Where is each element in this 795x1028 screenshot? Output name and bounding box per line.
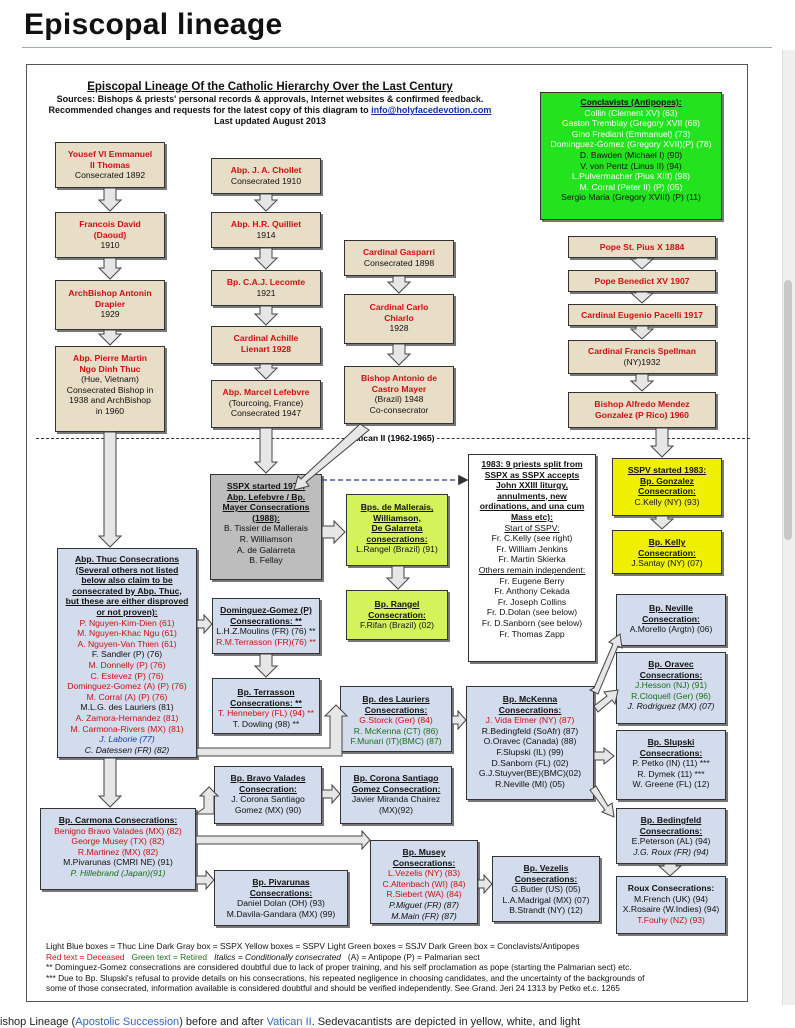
box-youssef: Yousef VI Emmanuel II Thomas Consecrated… [55, 142, 165, 188]
box-david: Francois David (Daoud) 1910 [55, 212, 165, 258]
box-oravec: Bp. Oravec Consecrations: J.Hesson (NJ) … [616, 652, 726, 724]
box-bedingfeld: Bp. Bedingfeld Consecrations: E.Peterson… [616, 808, 726, 864]
diagram-title: Episcopal Lineage Of the Catholic Hierar… [87, 81, 453, 93]
box-lienart: Cardinal Achille Lienart 1928 [211, 326, 321, 364]
box-mendez: Bishop Alfredo Mendez Gonzalez (P Rico) … [568, 392, 716, 428]
box-thuc: Abp. Pierre Martin Ngo Dinh Thuc (Hue, V… [55, 346, 165, 432]
legend-red: Red text = Deceased [46, 951, 125, 962]
title-divider [22, 47, 772, 48]
box-mallerais: Bps. de Mallerais, Williamson, De Galarr… [346, 494, 448, 566]
box-slupski: Bp. Slupski Consecrations: P. Petko (IN)… [616, 730, 726, 800]
legend-colors: Light Blue boxes = Thuc Line Dark Gray b… [46, 941, 580, 951]
legend-text-styles: Red text = Deceased Green text = Retired… [46, 952, 746, 963]
box-gasparri: Cardinal Gasparri Consecrated 1898 [344, 240, 454, 276]
box-lefebvre: Abp. Marcel Lefebvre (Tourcoing, France)… [211, 380, 321, 428]
diagram-recommend: Recommended changes and requests for the… [48, 105, 369, 115]
box-drapier: ArchBishop Antonin Drapier 1929 [55, 280, 165, 330]
box-chiarlo: Cardinal Carlo Chiarlo 1928 [344, 294, 454, 344]
box-pacelli: Cardinal Eugenio Pacelli 1917 [568, 304, 716, 326]
box-quilliet: Abp. H.R. Quilliet 1914 [211, 212, 321, 248]
box-vezelis: Bp. Vezelis Consecrations: G.Butler (US)… [492, 856, 600, 922]
box-lecomte: Bp. C.A.J. Lecomte 1921 [211, 270, 321, 306]
legend: Light Blue boxes = Thuc Line Dark Gray b… [46, 941, 746, 994]
caption-text: ishop Lineage (Apostolic Succession) bef… [0, 1016, 581, 1028]
box-sspv: SSPV started 1983: Bp. Gonzalez Consecra… [612, 458, 722, 516]
scrollbar-thumb[interactable] [784, 280, 792, 540]
box-rangel: Bp. Rangel Consecration: F.Rifan (Brazil… [346, 590, 448, 640]
legend-italic: Italics = Conditionally consecrated [214, 951, 341, 962]
legend-note-continued: some of those consecrated, information a… [46, 983, 620, 994]
box-dominguez: Dominguez-Gomez (P) Consecrations: ** L.… [212, 598, 320, 654]
box-conclavists: Conclavists (Antipopes): Collin (Clement… [540, 92, 722, 220]
contact-email-link[interactable]: info@holyfacedevotion.com [371, 105, 492, 115]
legend-note-slupski: *** Due to Bp. Slupski's refusal to prov… [46, 972, 645, 983]
apostolic-succession-link[interactable]: Apostolic Succession [75, 1016, 180, 1028]
box-mckenna: Bp. McKenna Consecrations: J. Vida Elmer… [466, 686, 594, 800]
box-sspx: SSPX started 1970: Abp. Lefebvre / Bp. M… [210, 474, 322, 580]
legend-green: Green text = Retired [131, 951, 208, 962]
box-kelly: Bp. Kelly Consecration: J.Santay (NY) (0… [612, 530, 722, 574]
box-piusx: Pope St. Pius X 1884 [568, 236, 716, 258]
vatican-ii-link[interactable]: Vatican II [266, 1016, 312, 1028]
legend-codes: (A) = Antipope (P) = Palmarian sect [347, 951, 480, 962]
box-chollet: Abp. J. A. Chollet Consecrated 1910 [211, 158, 321, 194]
box-neville: Bp. Neville Consecration: A.Morello (Arg… [616, 594, 726, 646]
box-thuc-consecrations: Abp. Thuc Consecrations (Several others … [57, 548, 197, 758]
box-roux: Roux Consecrations: M.French (UK) (94) X… [616, 876, 726, 934]
box-terrasson: Bp. Terrasson Consecrations: ** T. Henne… [212, 678, 320, 734]
legend-note-dominguez: ** Dominguez-Gomez consecrations are con… [46, 962, 632, 973]
box-pivarunas: Bp. Pivarunas Consecrations: Daniel Dola… [214, 870, 348, 926]
box-1983-split: 1983: 9 priests split from SSPX as SSPX … [468, 454, 596, 662]
diagram-updated: Last updated August 2013 [214, 116, 326, 126]
box-des-lauriers: Bp. des Lauriers Consecrations: G.Storck… [340, 686, 452, 752]
box-benedict: Pope Benedict XV 1907 [568, 270, 716, 292]
box-corona: Bp. Corona Santiago Gomez Consecration: … [340, 766, 452, 824]
page-title: Episcopal lineage [24, 8, 283, 41]
box-spellman: Cardinal Francis Spellman (NY)1932 [568, 340, 716, 374]
box-bravo: Bp. Bravo Valades Consecration: J. Coron… [214, 766, 322, 824]
diagram-header: Episcopal Lineage Of the Catholic Hierar… [40, 81, 500, 127]
vatican-ii-label: Vatican II (1962-1965) [345, 433, 438, 443]
diagram-sources: Sources: Bishops & priests' personal rec… [56, 94, 484, 104]
box-mayer: Bishop Antonio de Castro Mayer (Brazil) … [344, 366, 454, 424]
box-musey: Bp. Musey Consecrations: L.Vezelis (NY) … [370, 840, 478, 924]
box-carmona: Bp. Carmona Consecrations: Benigno Bravo… [40, 808, 196, 890]
